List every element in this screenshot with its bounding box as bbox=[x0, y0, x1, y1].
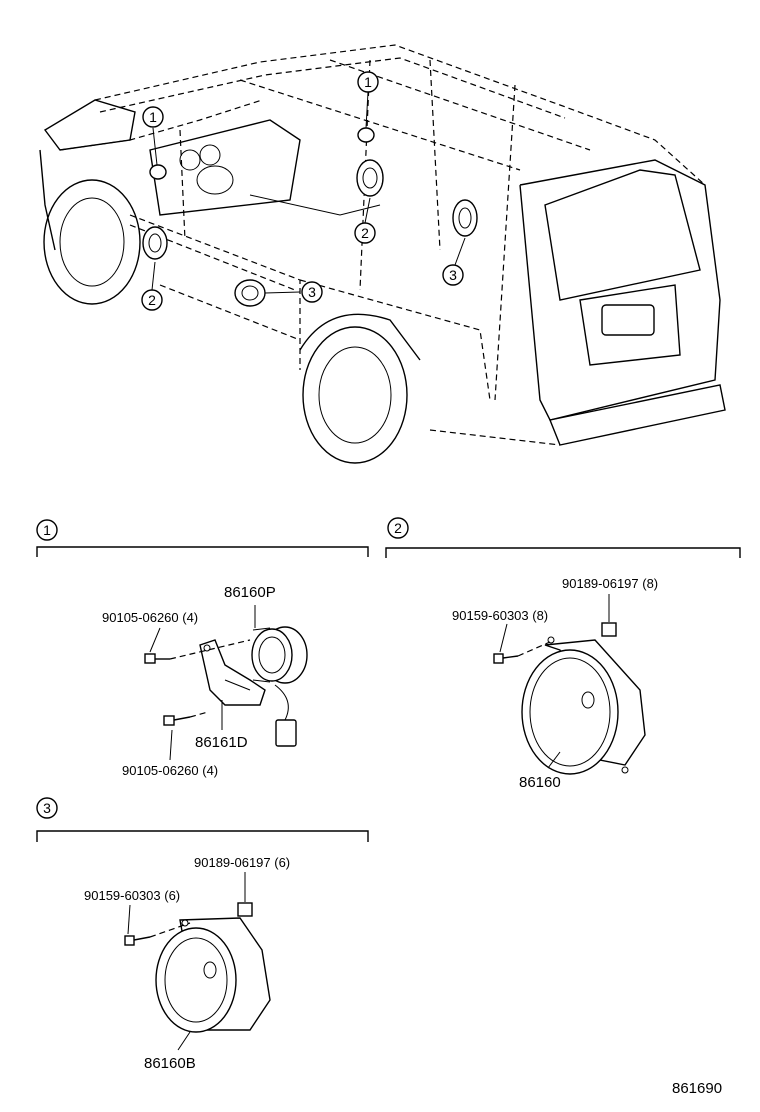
screw-bottom-icon bbox=[163, 715, 191, 726]
screw-top-icon bbox=[144, 653, 170, 664]
part-label-nut: 90189-06197 (8) bbox=[562, 576, 658, 591]
part-label-screw-top: 90105-06260 (4) bbox=[102, 610, 198, 625]
callout-front-tweeter-left: 1 bbox=[142, 106, 164, 128]
svg-text:3: 3 bbox=[43, 800, 51, 816]
callout-front-door-right: 2 bbox=[354, 222, 376, 244]
part-label-screw: 90159-60303 (8) bbox=[452, 608, 548, 623]
svg-text:1: 1 bbox=[43, 522, 51, 538]
callout-front-door-left: 2 bbox=[141, 289, 163, 311]
section-2-badge: 2 bbox=[387, 517, 409, 539]
diagram-code: 861690 bbox=[672, 1080, 722, 1097]
section-3-badge: 3 bbox=[36, 797, 58, 819]
part-label-nut: 90189-06197 (6) bbox=[194, 855, 290, 870]
svg-text:1: 1 bbox=[364, 74, 372, 90]
svg-text:2: 2 bbox=[148, 292, 156, 308]
callout-rear-door-right: 3 bbox=[442, 264, 464, 286]
part-label-86161d: 86161D bbox=[195, 734, 248, 751]
part-label-screw: 90159-60303 (6) bbox=[84, 888, 180, 903]
section-1: 1 bbox=[36, 519, 369, 778]
door-speaker-86160 bbox=[521, 636, 646, 775]
screw-icon bbox=[493, 653, 519, 664]
tweeter-86160p bbox=[251, 626, 308, 684]
svg-text:1: 1 bbox=[149, 109, 157, 125]
nut-icon bbox=[237, 902, 253, 917]
svg-text:2: 2 bbox=[361, 225, 369, 241]
vehicle-overview bbox=[39, 44, 726, 464]
bracket-86161d bbox=[199, 639, 266, 706]
screw-icon bbox=[124, 935, 151, 946]
part-label-86160p: 86160P bbox=[224, 584, 276, 601]
part-label-86160b: 86160B bbox=[144, 1055, 196, 1072]
callout-rear-door-left: 3 bbox=[301, 281, 323, 303]
callout-front-tweeter-right: 1 bbox=[357, 71, 379, 93]
tweeter-wire bbox=[274, 684, 289, 721]
tweeter-connector bbox=[275, 719, 297, 747]
svg-text:3: 3 bbox=[449, 267, 457, 283]
part-label-screw-bottom: 90105-06260 (4) bbox=[122, 763, 218, 778]
section-3: 3 90189-06197 (6) 90159-60303 (6) 86160B bbox=[36, 797, 369, 1072]
svg-text:2: 2 bbox=[394, 520, 402, 536]
section-3-bracket-line bbox=[36, 830, 369, 842]
section-2: 2 90189-06197 (8) 90159-60303 (8) 86160 bbox=[385, 517, 741, 791]
rear-speaker-86160b bbox=[155, 917, 271, 1033]
nut-icon bbox=[601, 622, 617, 637]
svg-text:3: 3 bbox=[308, 284, 316, 300]
section-2-bracket-line bbox=[385, 547, 741, 558]
part-label-86160: 86160 bbox=[519, 774, 561, 791]
section-1-bracket-line bbox=[36, 546, 369, 557]
section-1-badge: 1 bbox=[36, 519, 58, 541]
